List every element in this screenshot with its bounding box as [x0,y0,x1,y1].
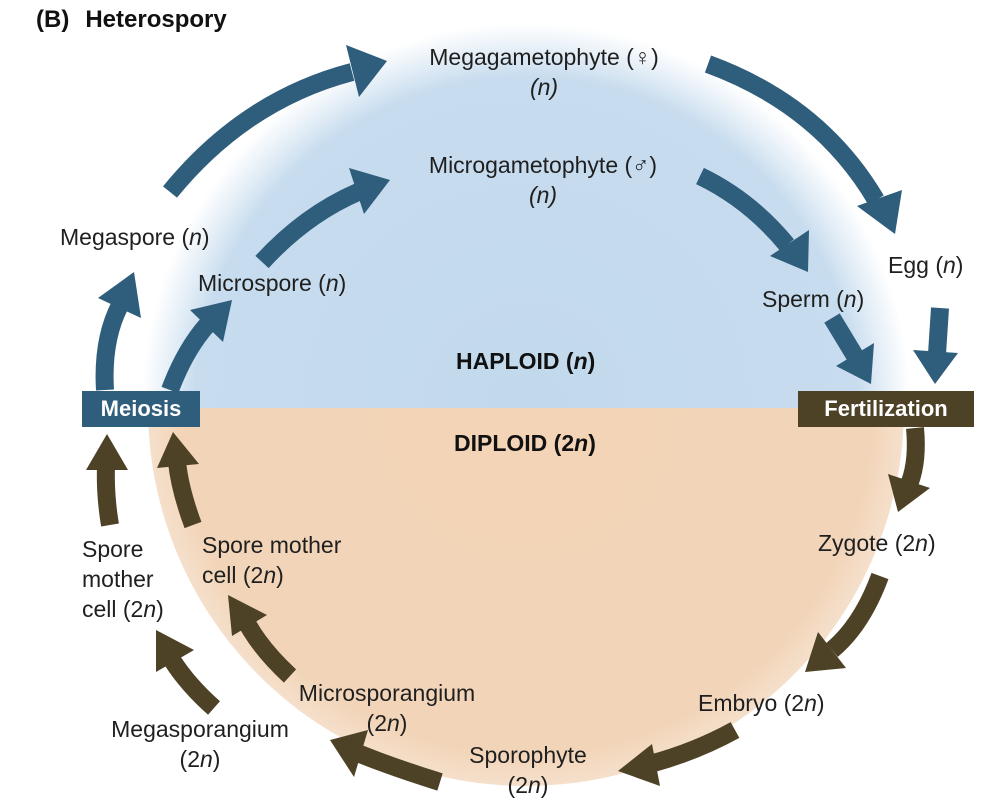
sperm-label: Sperm (n) [762,286,865,312]
embryo-label: Embryo (2n) [698,690,825,716]
megagametophyte-label: Megagametophyte (♀) (n) [429,44,659,100]
arrow-sperm-to-fertilization [824,313,874,384]
diagram-title: (B)Heterospory [36,6,227,33]
arrow-embryo-to-sporophyte [618,722,740,786]
haploid-label: HAPLOID (n) [456,348,596,374]
meiosis-box: Meiosis [82,391,200,427]
egg-label: Egg (n) [888,252,964,278]
arrow-sporophyte-to-megasporangium [330,730,443,791]
arrow-meiosis-to-megaspore [95,272,141,391]
haploid-region [141,23,911,408]
arrow-egg-to-fertilization [913,307,958,384]
arrow-zygote-to-embryo [805,572,889,672]
diploid-label: DIPLOID (2n) [454,430,596,456]
arrow-megaspore-to-megagametophyte [163,45,387,198]
fertilization-box: Fertilization [798,391,974,427]
arrow-microspore-to-microgametophyte [255,168,390,269]
spore-mother-cell-inner-label: Spore mother cell (2n) [202,532,342,588]
arrow-microsporangium-to-spore-mother-cell [228,595,297,683]
arrow-microgametophyte-to-sperm [696,167,809,272]
microspore-label: Microspore (n) [198,270,347,296]
arrow-meiosis-to-microspore [161,300,232,394]
megasporangium-label: Megasporangium (2n) [111,716,289,772]
arrow-outer-spore-mother-cell-to-meiosis [86,434,128,527]
zygote-label: Zygote (2n) [818,530,936,556]
spore-mother-cell-outer-label: Spore mother cell (2n) [82,536,164,622]
diploid-region [148,408,904,786]
arrow-inner-spore-mother-cell-to-meiosis [157,432,202,529]
sporophyte-label: Sporophyte (2n) [469,742,587,798]
microgametophyte-label: Microgametophyte (♂) (n) [428,152,658,208]
megaspore-label: Megaspore (n) [60,224,210,250]
arrow-megagametophyte-to-egg [704,55,902,234]
microsporangium-label: Microsporangium (2n) [298,680,476,736]
arrow-megasporangium-to-spore-mother-cell [156,630,220,715]
arrow-fertilization-to-zygote [888,427,930,512]
